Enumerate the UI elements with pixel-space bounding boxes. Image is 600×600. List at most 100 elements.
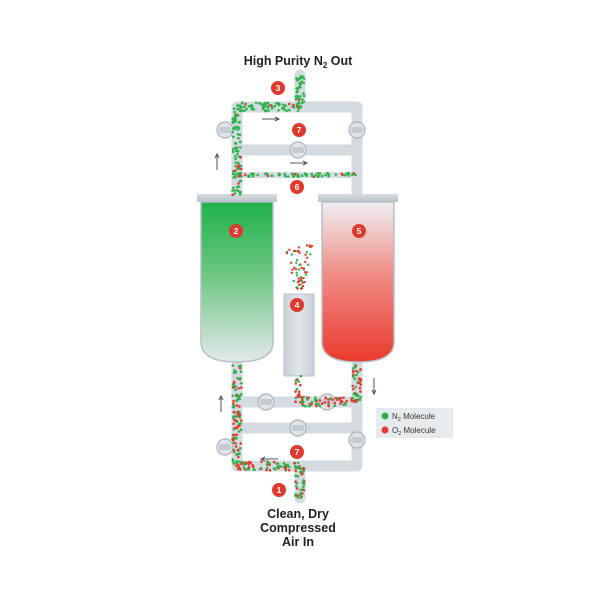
molecule-dot <box>296 105 299 109</box>
molecule-dot <box>300 400 304 404</box>
molecule-dot <box>286 175 290 178</box>
molecule-dot <box>240 386 243 389</box>
molecule-dot <box>250 103 253 107</box>
molecule-dot <box>265 463 269 467</box>
molecule-dot <box>236 189 240 192</box>
molecule-dot <box>302 485 305 489</box>
molecule-dot <box>355 373 358 377</box>
molecule-dot <box>234 388 237 392</box>
molecule-dot <box>329 397 332 401</box>
molecule-dot <box>238 394 242 398</box>
molecule-dot <box>237 121 240 124</box>
molecule-dot <box>290 172 294 176</box>
molecule-dot <box>232 127 236 130</box>
valve-icon <box>289 419 307 437</box>
badge-5: 5 <box>352 224 366 238</box>
molecule-dot <box>233 426 237 430</box>
molecule-dot <box>231 394 234 398</box>
legend-n2-dot <box>381 412 389 420</box>
molecule-dot <box>303 280 306 284</box>
molecule-dot <box>299 74 303 78</box>
molecule-dot <box>339 396 342 400</box>
legend: N2 Molecule O2 Molecule <box>376 408 453 438</box>
molecule-dot <box>294 400 297 404</box>
molecule-dot <box>237 182 240 185</box>
molecule-dot <box>354 363 357 367</box>
badge-4: 4 <box>290 298 304 312</box>
molecule-dot <box>357 398 360 401</box>
molecule-dot <box>258 467 262 471</box>
molecule-dot <box>304 253 307 256</box>
molecule-dot <box>237 430 241 433</box>
molecule-dot <box>239 174 242 177</box>
molecule-dot <box>237 161 240 165</box>
svg-text:Air In: Air In <box>282 535 314 549</box>
valve-icon <box>257 393 275 411</box>
molecule-dot <box>297 279 301 283</box>
molecule-dot <box>284 104 288 107</box>
molecule-dot <box>300 80 304 83</box>
molecule-dot <box>286 463 289 467</box>
molecule-dot <box>305 251 309 254</box>
molecule-dot <box>236 133 240 136</box>
molecule-dot <box>268 463 271 467</box>
molecule-dot <box>341 173 344 176</box>
molecule-dot <box>236 125 239 129</box>
molecule-dot <box>351 384 355 388</box>
molecule-dot <box>291 268 294 271</box>
molecule-dot <box>231 121 235 124</box>
molecule-dot <box>275 102 278 105</box>
molecule-dot <box>237 467 240 471</box>
molecule-dot <box>239 447 242 450</box>
molecule-dot <box>308 402 312 406</box>
molecule-dot <box>359 377 363 381</box>
molecule-dot <box>299 105 303 109</box>
molecule-dot <box>299 95 302 98</box>
molecule-dot <box>292 279 295 283</box>
molecule-dots <box>231 74 363 499</box>
molecule-dot <box>265 466 269 470</box>
molecule-dot <box>300 279 303 282</box>
molecule-dot <box>306 398 309 401</box>
molecule-dot <box>239 428 243 432</box>
molecule-dot <box>313 398 317 402</box>
molecule-dot <box>245 461 248 465</box>
molecule-dot <box>355 398 358 402</box>
molecule-dot <box>234 161 238 164</box>
molecule-dot <box>295 274 299 277</box>
molecule-dot <box>245 107 248 111</box>
molecule-dot <box>275 465 279 469</box>
molecule-dot <box>240 419 243 422</box>
molecule-dot <box>299 374 303 378</box>
valve-icon <box>348 121 366 139</box>
molecule-dot <box>300 174 304 177</box>
molecule-dot <box>236 185 239 189</box>
molecule-dot <box>232 399 235 403</box>
molecule-dot <box>302 479 305 482</box>
molecule-dot <box>343 173 347 177</box>
molecule-dot <box>238 180 242 183</box>
molecule-dot <box>310 172 314 176</box>
outlet-title: High Purity N2 Out <box>244 54 353 70</box>
molecule-dot <box>280 107 284 110</box>
molecule-dot <box>236 376 239 380</box>
molecule-dot <box>238 424 241 428</box>
molecule-dot <box>238 452 241 456</box>
molecule-dot <box>274 468 277 471</box>
molecule-dot <box>239 146 242 149</box>
molecule-dot <box>323 401 327 404</box>
molecule-dot <box>293 461 297 465</box>
molecule-dot <box>279 465 283 468</box>
molecule-dot <box>236 394 239 397</box>
molecule-dot <box>231 364 235 367</box>
molecule-dot <box>295 76 298 80</box>
molecule-dot <box>268 104 272 107</box>
molecule-dot <box>249 461 253 464</box>
molecule-dot <box>353 377 357 381</box>
molecule-dot <box>239 164 243 168</box>
molecule-dot <box>240 462 243 466</box>
molecule-dot <box>308 244 311 247</box>
molecule-dot <box>235 404 239 407</box>
molecule-dot <box>342 396 345 400</box>
molecule-dot <box>233 369 236 372</box>
